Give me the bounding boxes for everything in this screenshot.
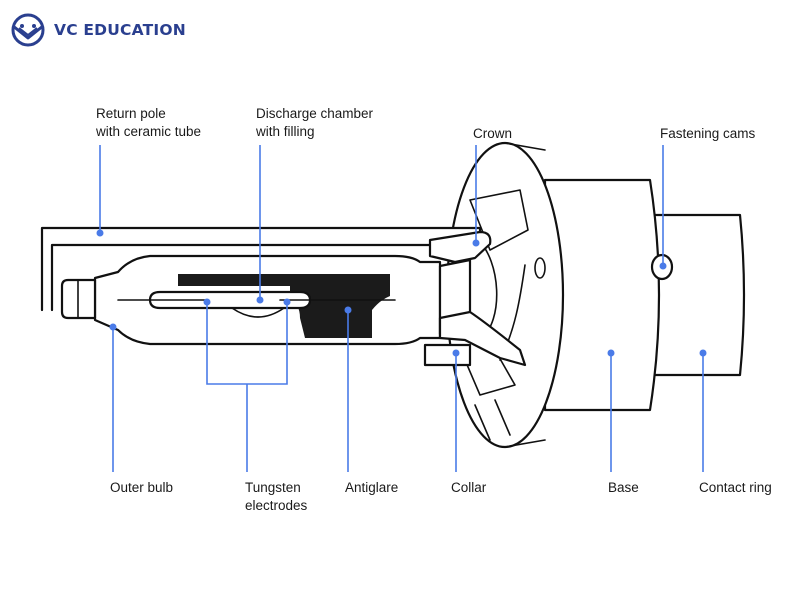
- label-line: Discharge chamber: [256, 106, 374, 121]
- label-outer-bulb: Outer bulb: [110, 480, 173, 495]
- label-line: with filling: [255, 124, 315, 139]
- label-contact-ring: Contact ring: [699, 480, 772, 495]
- label-line: Tungsten: [245, 480, 301, 495]
- base-part: [543, 178, 661, 412]
- label-antiglare: Antiglare: [345, 480, 398, 495]
- owl-logo-icon: [11, 13, 45, 47]
- contact-ring-part: [648, 213, 746, 377]
- label-line: Base: [608, 480, 639, 495]
- label-line: electrodes: [245, 498, 308, 513]
- collar-part: [423, 343, 472, 367]
- label-crown: Crown: [473, 126, 512, 141]
- label-collar: Collar: [451, 480, 487, 495]
- label-line: Collar: [451, 480, 487, 495]
- label-tungsten-electrodes: Tungsten electrodes: [245, 480, 308, 513]
- label-line: Outer bulb: [110, 480, 173, 495]
- lamp-illustration: [40, 141, 746, 449]
- leader-lines: [96, 145, 707, 472]
- label-line: with ceramic tube: [95, 124, 201, 139]
- crown-clip-bottom: [438, 310, 527, 367]
- brand-name: VC EDUCATION: [54, 21, 186, 39]
- label-line: Contact ring: [699, 480, 772, 495]
- label-line: Return pole: [96, 106, 166, 121]
- label-discharge-chamber: Discharge chamber with filling: [255, 106, 374, 139]
- label-return-pole: Return pole with ceramic tube: [95, 106, 201, 139]
- label-line: Antiglare: [345, 480, 398, 495]
- label-base: Base: [608, 480, 639, 495]
- label-line: Fastening cams: [660, 126, 756, 141]
- antiglare-part: [178, 274, 390, 338]
- brand-logo: VC EDUCATION: [8, 12, 186, 48]
- label-line: Crown: [473, 126, 512, 141]
- label-fastening-cams: Fastening cams: [660, 126, 756, 141]
